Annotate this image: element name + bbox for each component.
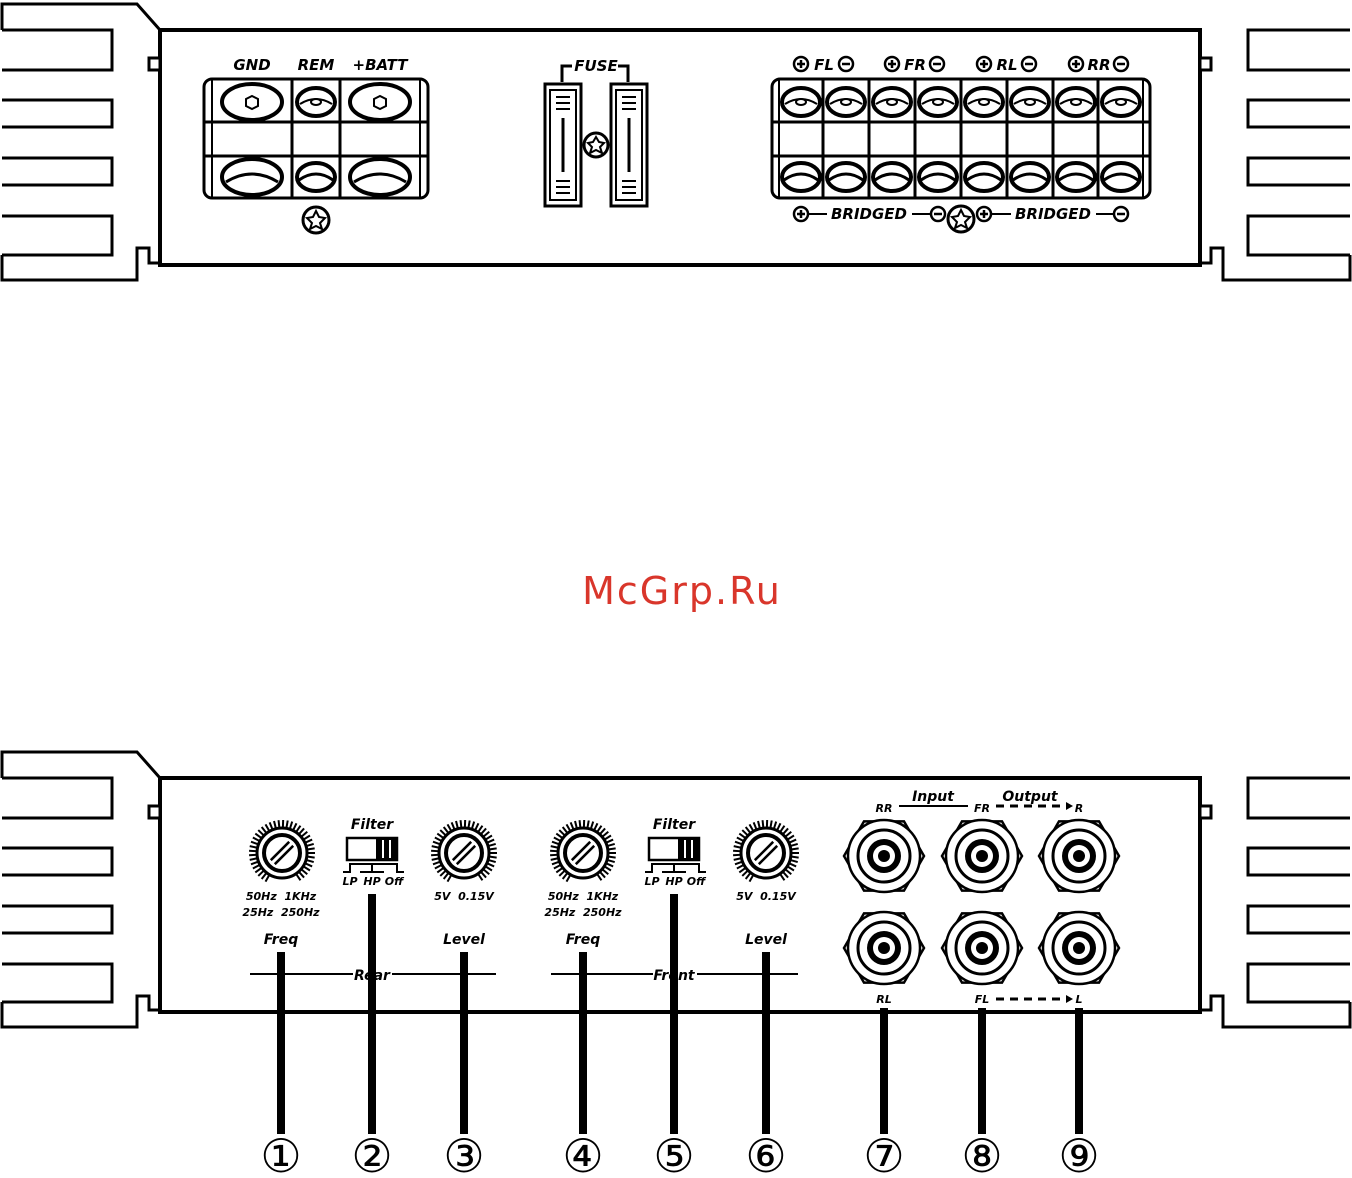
panel-tab (149, 58, 160, 70)
plus-icon (977, 57, 991, 71)
plus-icon (977, 207, 991, 221)
heatsink-fin (1248, 964, 1350, 1002)
heatsink-fin (1248, 30, 1350, 70)
panel-tab (1200, 58, 1211, 70)
front-filter-hp: HP (665, 875, 682, 888)
heatsink-fin (1248, 216, 1350, 255)
rca-label-rl: RL (876, 993, 891, 1006)
output-label: Output (1002, 789, 1059, 805)
heatsink-fin (1248, 158, 1350, 185)
callout-number: ⑥ (745, 1129, 786, 1178)
front-level-label: Level (745, 932, 787, 948)
minus-icon (1114, 57, 1128, 71)
gnd-label: GND (233, 56, 270, 74)
rear-filter-label: Filter (351, 817, 394, 833)
front-filter-lp: LP (644, 875, 659, 888)
heatsink-fin (1248, 848, 1350, 875)
fuse-label: FUSE (574, 57, 618, 75)
heatsink-fin (2, 158, 112, 185)
front-filter-off: Off (687, 875, 707, 888)
front-level-scale: 5V 0.15V (736, 890, 797, 903)
speaker-channel-label: FL (814, 56, 834, 74)
bridged-label: BRIDGED (1015, 205, 1091, 223)
callout-number: ⑦ (863, 1129, 904, 1178)
heatsink-fin (2, 964, 112, 1002)
watermark-text: McGrp.Ru (582, 569, 782, 613)
heatsink-base (1200, 248, 1350, 280)
fuse-screw-icon (584, 133, 608, 157)
rca-label-l: L (1075, 993, 1082, 1006)
callout-number: ① (260, 1129, 301, 1178)
front-freq-label: Freq (566, 932, 600, 948)
rem-label: REM (298, 56, 335, 74)
ground-screw-icon (303, 207, 329, 233)
speaker-terminal-block (772, 79, 1150, 198)
batt-label: +BATT (353, 56, 410, 74)
panel-tab (1200, 806, 1211, 818)
heatsink-top (2, 752, 160, 778)
rear-level-scale: 5V 0.15V (434, 890, 495, 903)
plus-icon (794, 57, 808, 71)
plus-icon (1069, 57, 1083, 71)
rca-label-fl: FL (975, 993, 990, 1006)
heatsink-fin (2, 216, 112, 255)
heatsink-fin (2, 848, 112, 875)
rear-level-label: Level (443, 932, 485, 948)
callout-number: ③ (443, 1129, 484, 1178)
callout-number: ⑨ (1058, 1129, 1099, 1178)
plus-icon (794, 207, 808, 221)
input-label: Input (912, 789, 955, 805)
heatsink-fin (2, 100, 112, 127)
front-freq-scale-bottom: 25Hz 250Hz (544, 906, 622, 919)
panel-tab (149, 806, 160, 818)
heatsink-base (2, 248, 160, 280)
heatsink-fin (1248, 906, 1350, 933)
minus-icon (839, 57, 853, 71)
front-freq-scale-top: 50Hz 1KHz (548, 890, 619, 903)
rca-label-r: R (1075, 802, 1083, 815)
rear-freq-scale-top: 50Hz 1KHz (246, 890, 317, 903)
minus-icon (1114, 207, 1128, 221)
heatsink-fin (2, 906, 112, 933)
callout-number: ⑧ (961, 1129, 1002, 1178)
bridge-screw-icon (948, 206, 974, 232)
fuse-icon (545, 84, 581, 206)
heatsink-top (2, 4, 160, 30)
rear-filter-lp: LP (342, 875, 357, 888)
speaker-channel-label: RL (996, 56, 1017, 74)
fuse-icon (611, 84, 647, 206)
callout-number: ② (351, 1129, 392, 1178)
front-filter-label: Filter (653, 817, 696, 833)
callout-number: ⑤ (653, 1129, 694, 1178)
rear-filter-off: Off (385, 875, 405, 888)
rear-filter-hp: HP (363, 875, 380, 888)
speaker-channel-label: RR (1087, 56, 1110, 74)
top-panel: GND REM +BATT (2, 4, 1350, 280)
heatsink-fin (2, 30, 112, 70)
rca-label-fr: FR (974, 802, 990, 815)
callout-number: ④ (562, 1129, 603, 1178)
heatsink-fin (2, 778, 112, 818)
bridged-label: BRIDGED (831, 205, 907, 223)
speaker-channel-label: FR (904, 56, 926, 74)
rca-label-rr: RR (876, 802, 893, 815)
plus-icon (885, 57, 899, 71)
minus-icon (931, 207, 945, 221)
minus-icon (1022, 57, 1036, 71)
heatsink-fin (1248, 778, 1350, 818)
rear-freq-scale-bottom: 25Hz 250Hz (242, 906, 320, 919)
rear-freq-label: Freq (264, 932, 298, 948)
heatsink-fin (1248, 100, 1350, 127)
minus-icon (930, 57, 944, 71)
